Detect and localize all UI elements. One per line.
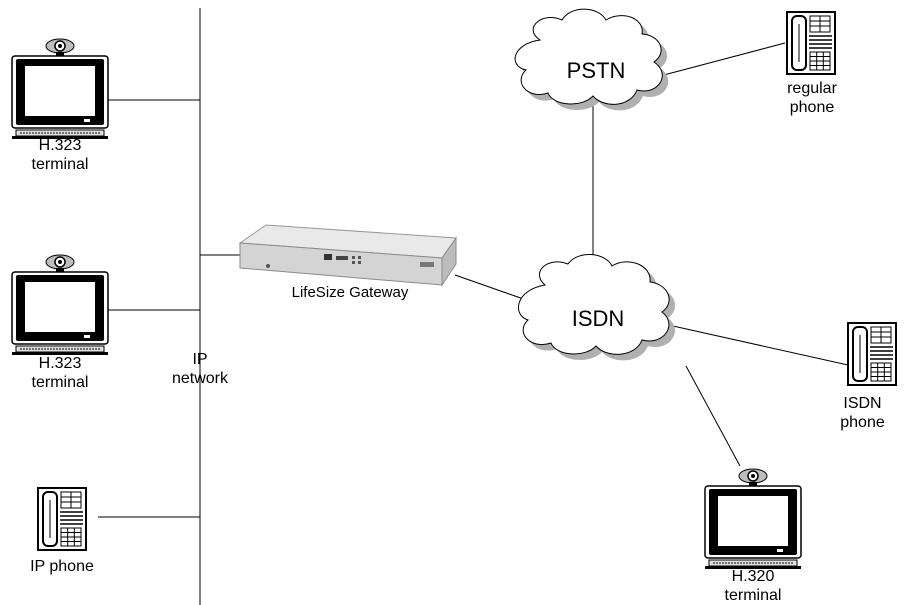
link-isdn-h320 <box>685 365 741 467</box>
ip-network-label-line1: IP <box>192 351 208 368</box>
h323-terminal-2-label-line2: terminal <box>31 374 89 391</box>
regular-phone-label-line1: regular <box>787 80 837 97</box>
h323-terminal-1-icon <box>11 38 109 140</box>
link-gateway-isdn <box>454 274 533 303</box>
h323-terminal-1-label: H.323 terminal <box>10 136 110 174</box>
ip-network-label: IP network <box>150 350 250 388</box>
h323-terminal-2-label-line1: H.323 <box>38 355 82 372</box>
h320-terminal-label-line1: H.320 <box>731 568 775 585</box>
pstn-cloud <box>514 8 669 111</box>
isdn-phone-label-line2: phone <box>840 414 885 431</box>
isdn-phone-label: ISDN phone <box>820 394 905 432</box>
isdn-cloud <box>518 254 676 361</box>
ip-network-label-line2: network <box>171 370 229 387</box>
h323-terminal-2-label: H.323 terminal <box>10 354 110 392</box>
h320-terminal-label-line2: terminal <box>724 587 782 604</box>
h323-terminal-1-label-line2: terminal <box>31 156 89 173</box>
gateway-appliance-icon <box>238 224 457 287</box>
isdn-label: ISDN <box>571 306 625 331</box>
h320-terminal-icon <box>704 468 802 570</box>
h320-terminal-label: H.320 terminal <box>703 567 803 605</box>
regular-phone-icon <box>786 11 836 75</box>
pstn-label: PSTN <box>566 58 626 83</box>
h323-terminal-2-icon <box>11 254 109 356</box>
link-pstn-regular-phone <box>659 42 786 77</box>
regular-phone-label-line2: phone <box>789 99 835 116</box>
link-isdn-isdn-phone <box>672 325 849 366</box>
h323-terminal-1-label-line1: H.323 <box>38 137 82 154</box>
gateway-label: LifeSize Gateway <box>291 284 409 301</box>
regular-phone-label: regular phone <box>762 79 862 117</box>
ip-phone-icon <box>37 487 87 551</box>
isdn-phone-icon <box>847 322 897 386</box>
ip-phone-label: IP phone <box>30 558 94 575</box>
isdn-phone-label-line1: ISDN <box>843 395 882 412</box>
